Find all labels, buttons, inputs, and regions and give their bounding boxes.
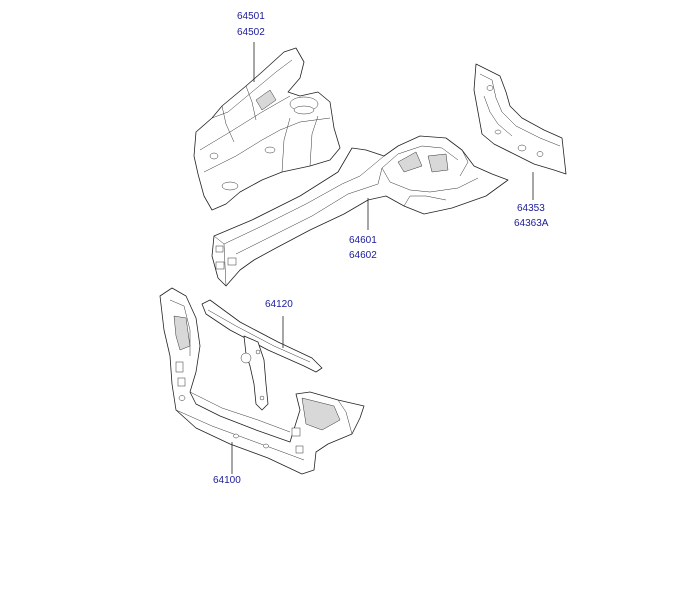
radiator-support-part[interactable] [159,287,365,475]
label-side-member-2: 64602 [349,250,377,261]
label-cowl-side-2: 64363A [514,218,549,229]
upper-support-part[interactable] [201,299,323,411]
side-member-part[interactable] [211,135,509,287]
label-upper-support: 64120 [265,299,293,310]
label-side-member-1: 64601 [349,235,377,246]
cowl-side-panel-part[interactable] [473,63,567,175]
label-cowl-side-1: 64353 [517,203,545,214]
fender-apron-part[interactable] [193,47,341,211]
label-radiator-support: 64100 [213,475,241,486]
label-fender-apron-2: 64502 [237,27,265,38]
label-fender-apron-1: 64501 [237,11,265,22]
